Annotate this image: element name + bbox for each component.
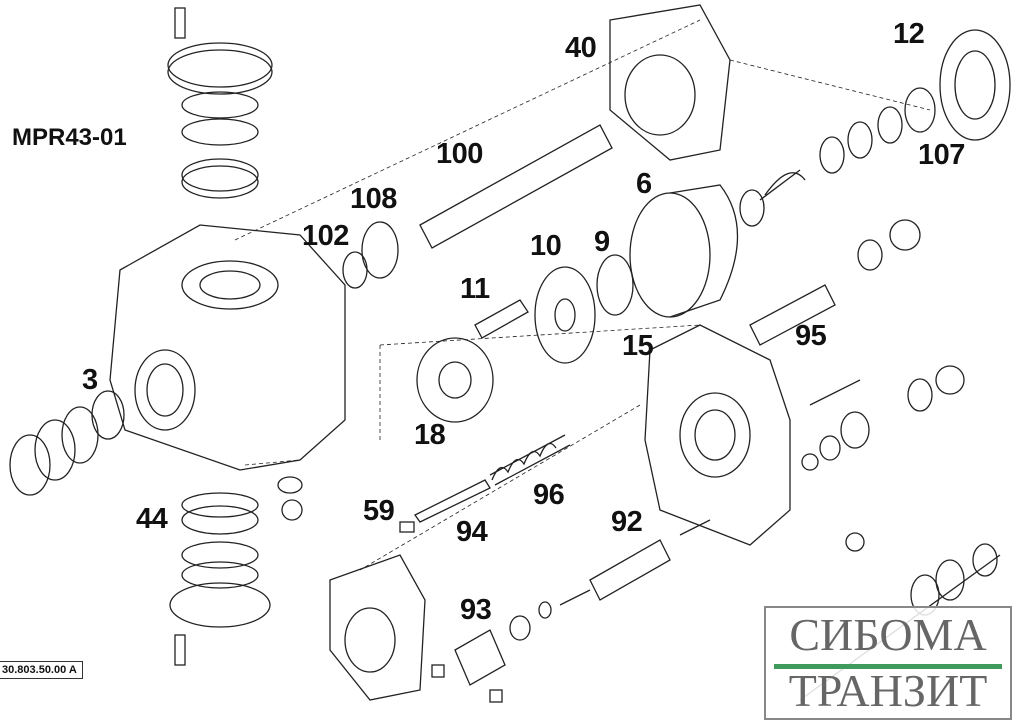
spool-95 <box>749 219 921 346</box>
part-label-3: 3 <box>82 364 98 396</box>
end-cover-40 <box>609 4 731 161</box>
watermark-line1: СИБОМА <box>789 609 987 660</box>
part-label-93: 93 <box>460 594 492 626</box>
watermark-divider <box>774 664 1002 669</box>
part-label-10: 10 <box>530 230 562 262</box>
assembly-lines <box>234 19 931 571</box>
part-label-40: 40 <box>565 32 597 64</box>
part-label-100: 100 <box>436 138 483 170</box>
bottom-cover-44 <box>169 476 303 666</box>
part-label-12: 12 <box>893 18 925 50</box>
part-label-94: 94 <box>456 516 488 548</box>
part-label-44: 44 <box>136 503 168 535</box>
adjuster-parts <box>801 365 965 552</box>
valve-92 <box>589 519 711 601</box>
part-label-11: 11 <box>460 273 490 305</box>
drawing-title: MPR43-01 <box>12 124 127 151</box>
part-label-18: 18 <box>414 419 446 451</box>
piston-93 <box>431 589 591 703</box>
main-housing <box>109 224 346 471</box>
port-plate-12 <box>739 29 1011 227</box>
pin-94 <box>399 479 491 533</box>
drive-shaft-100 <box>342 124 613 289</box>
part-label-92: 92 <box>611 506 643 538</box>
cylinder-block-6 <box>596 184 739 318</box>
lower-cover <box>329 554 426 701</box>
part-label-108: 108 <box>350 183 397 215</box>
part-label-102: 102 <box>302 220 349 252</box>
part-label-95: 95 <box>795 320 827 352</box>
drawing-reference-number: 30.803.50.00 A <box>0 661 83 679</box>
valve-housing-15 <box>644 324 791 546</box>
part-label-96: 96 <box>533 479 565 511</box>
top-cover <box>167 7 273 199</box>
seal-rings-3 <box>9 390 125 496</box>
part-label-6: 6 <box>636 168 652 200</box>
thrust-plate-18 <box>416 337 494 423</box>
part-label-15: 15 <box>622 330 654 362</box>
watermark-logo: СИБОМА ТРАНЗИТ <box>764 606 1012 720</box>
spring-96 <box>489 434 571 486</box>
retainer-plate-10 <box>534 266 596 364</box>
part-label-9: 9 <box>594 226 610 258</box>
part-label-107: 107 <box>918 139 965 171</box>
piston-11 <box>474 299 529 339</box>
watermark-line2: ТРАНЗИТ <box>788 665 988 716</box>
part-label-59: 59 <box>363 495 395 527</box>
